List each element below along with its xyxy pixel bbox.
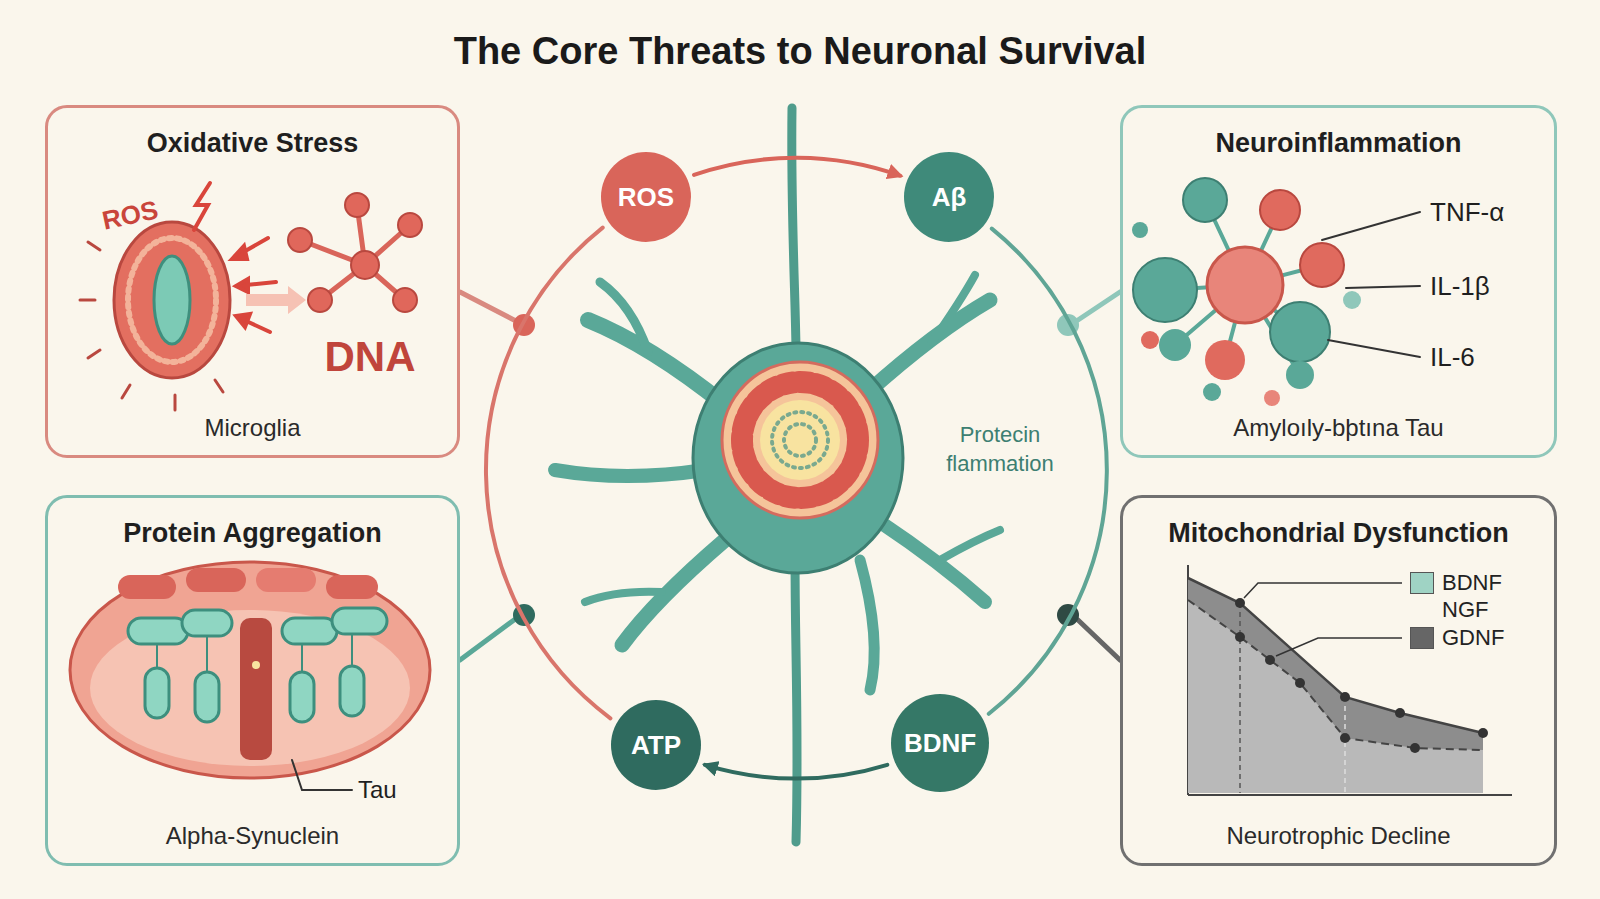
pathway-node: BDNF (891, 694, 989, 792)
cytokine-label: TNF-α (1430, 197, 1504, 228)
pathway-node: Aβ (904, 152, 994, 242)
oxidative-illustration (80, 183, 422, 410)
threat-panel: Mitochondrial DysfunctionNeurotrophic De… (1120, 495, 1557, 866)
cytokine-label: IL-1β (1430, 271, 1490, 302)
panel-heading: Mitochondrial Dysfunction (1168, 518, 1509, 549)
node-label: ROS (618, 182, 674, 213)
aggregation-illustration (70, 562, 430, 790)
cytokine-label: IL-6 (1430, 342, 1475, 373)
ring-connector (694, 158, 900, 176)
decline-chart (1188, 565, 1512, 795)
threat-panel: Protein AggregationAlpha-Synuclein (45, 495, 460, 866)
legend-label: GDNF (1442, 625, 1504, 651)
part-label: Tau (358, 776, 397, 804)
legend-swatch (1410, 572, 1434, 594)
node-label: ATP (631, 730, 681, 761)
panel-heading: Oxidative Stress (147, 128, 359, 159)
pathway-node: ROS (601, 152, 691, 242)
threat-panel: NeuroinflammationAmyloıly-bþtına Tau (1120, 105, 1557, 458)
legend-swatch (1410, 627, 1434, 649)
ring-connector (486, 228, 610, 719)
cytokine-cluster (1132, 178, 1420, 406)
neuron-note: Protecin flammation (925, 421, 1075, 478)
node-label: Aβ (932, 182, 967, 213)
ring-connector (705, 765, 887, 779)
panel-links (460, 292, 1120, 660)
legend-label: BDNF (1442, 570, 1502, 596)
panel-caption: Amyloıly-bþtına Tau (1233, 414, 1443, 442)
panel-heading: Protein Aggregation (123, 518, 382, 549)
legend-label: NGF (1442, 597, 1488, 623)
panel-caption: Microglia (204, 414, 300, 442)
panel-heading: Neuroinflammation (1215, 128, 1461, 159)
panel-caption: Neurotrophic Decline (1226, 822, 1450, 850)
neuron (555, 108, 1000, 842)
panel-caption: Alpha-Synuclein (166, 822, 339, 850)
pathway-node: ATP (611, 700, 701, 790)
dna-label: DNA (325, 333, 416, 381)
node-label: BDNF (904, 728, 976, 759)
threat-panel: Oxidative StressMicroglia (45, 105, 460, 458)
ros-label: ROS (99, 194, 161, 236)
diagram-title: The Core Threats to Neuronal Survival (0, 30, 1600, 73)
